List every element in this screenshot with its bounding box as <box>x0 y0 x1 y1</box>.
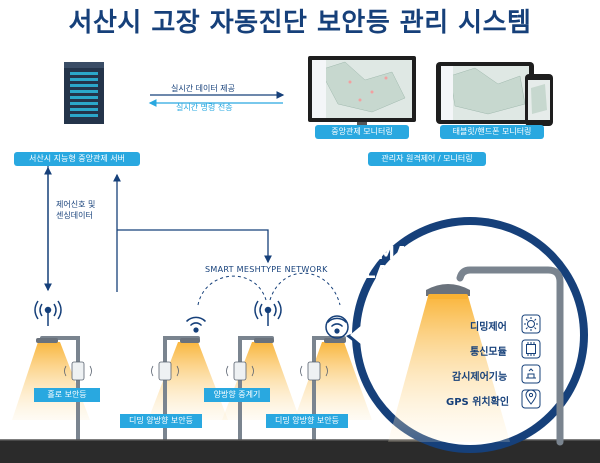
feature-monitor-control: 감시제어기능 <box>452 372 508 383</box>
antenna-icon <box>254 300 282 326</box>
monitor-control-icon <box>521 364 541 384</box>
tablet-phone-icon <box>436 62 553 126</box>
feature-gps: GPS 위치확인 <box>446 397 510 408</box>
page-title: 서산시 고장 자동진단 보안등 관리 시스템 <box>68 8 532 38</box>
data-flow-label: 실시간 데이터 제공 <box>171 84 235 93</box>
server-label: 서산시 지능형 중앙관제 서버 <box>14 152 140 166</box>
lamp-label-dim2: 디밍 양방향 보안등 <box>266 414 348 428</box>
mesh-network-label: SMART MESHTYPE NETWORK <box>205 265 328 274</box>
wifi-icon <box>186 316 206 333</box>
central-monitoring-label: 중앙관제 모니터링 <box>315 125 409 139</box>
manager-remote-label: 관리자 원격제어 / 모니터링 <box>368 152 486 166</box>
comm-module-icon <box>521 339 541 359</box>
zoom-focus-ring <box>325 315 349 339</box>
wifi-icon <box>327 317 347 334</box>
lamp-label-relay: 양방향 중계기 <box>204 388 270 402</box>
dimming-icon <box>521 314 541 334</box>
gps-pin-icon <box>521 389 541 409</box>
mobile-monitoring-label: 태블릿/핸드폰 모니터링 <box>440 125 544 139</box>
antenna-icon <box>34 300 62 326</box>
command-flow-label: 실시간 명령 전송 <box>176 103 233 112</box>
desktop-monitor-icon <box>308 56 416 126</box>
lamp-label-dim1: 디밍 양방향 보안등 <box>120 414 202 428</box>
feature-dimming: 디밍제어 <box>470 322 507 333</box>
lamp-label-road: 홀로 보안등 <box>34 388 100 402</box>
mesh-link <box>269 272 341 306</box>
mesh-link <box>197 275 267 306</box>
server-rack-icon <box>64 62 104 124</box>
control-signal-label: 제어신호 및 센싱데이터 <box>56 200 96 220</box>
smart-lamp-title: SMART LAMP <box>364 243 435 283</box>
feature-comm-module: 통신모듈 <box>470 347 507 358</box>
